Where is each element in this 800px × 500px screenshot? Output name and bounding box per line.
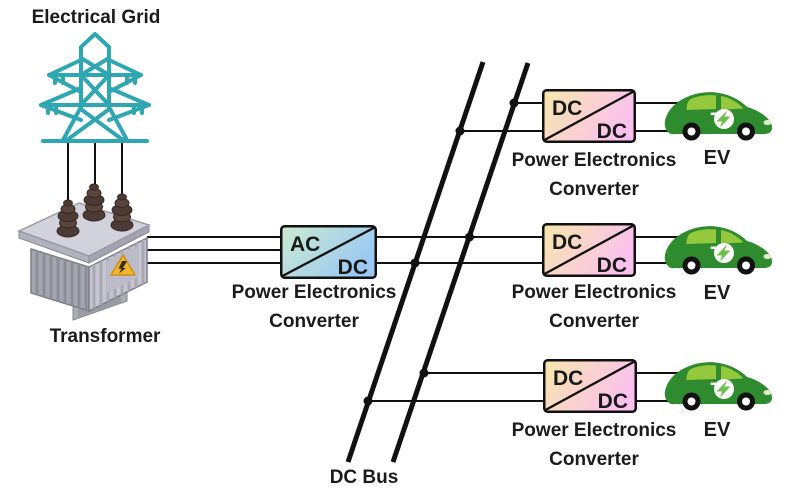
car-window-rear (686, 365, 716, 380)
wheel-rear-hub (687, 261, 696, 270)
bushing-stack (56, 199, 80, 238)
wheel-front-hub (742, 397, 750, 406)
ev-car-icon-1 (664, 92, 772, 141)
dc-dc-converter-box-3: DC DC (543, 359, 637, 413)
caption-line-1: Power Electronics (511, 420, 677, 441)
caption-line-2: Converter (549, 179, 639, 200)
headlight (763, 253, 772, 260)
transformer-label: Transformer (49, 326, 161, 347)
dc-dc-converter-caption-1: Power Electronics Converter (512, 146, 677, 204)
converter-diagonal (543, 224, 635, 276)
ev-label-3: EV (703, 419, 731, 441)
converter-output-label: DC (598, 390, 628, 413)
ev-label-2: EV (703, 282, 731, 304)
electrical-grid-label: Electrical Grid (31, 7, 161, 28)
converter-diagonal (281, 226, 376, 278)
car-windshield (721, 366, 744, 380)
dc-dc-converter-caption-3: Power Electronics Converter (512, 416, 677, 474)
converter-input-label: DC (553, 367, 583, 390)
converter-input-label: AC (290, 233, 320, 256)
bushing-stack (82, 183, 106, 222)
warning-bolt-glyph (118, 261, 127, 274)
bushing-stack (110, 193, 134, 232)
ev-label-1: EV (703, 147, 731, 169)
converter-diagonal (544, 360, 636, 412)
lightning-bolt-icon (716, 244, 731, 262)
ev-car-icon-2 (664, 226, 772, 275)
wheel-front-hub (742, 261, 750, 270)
dc-dc-converter-box-1: DC DC (542, 89, 636, 143)
dc-dc-converter-box-2: DC DC (542, 223, 636, 277)
converter-input-label: DC (552, 97, 582, 120)
caption-line-1: Power Electronics (511, 282, 677, 303)
bus-junction-dots (363, 98, 519, 406)
dc-bus-label: DC Bus (329, 467, 399, 488)
transformer-icon (17, 183, 151, 321)
transformer-bushings (56, 183, 134, 238)
dc-dc-converter-caption-2: Power Electronics Converter (512, 278, 677, 336)
converter-output-label: DC (338, 256, 368, 279)
wheel-rear-hub (687, 397, 696, 406)
car-window-rear (686, 95, 716, 110)
converter-input-label: DC (552, 231, 582, 254)
car-window-rear (686, 229, 716, 244)
ac-dc-converter-box: AC DC (280, 225, 377, 279)
converter-output-label: DC (597, 254, 627, 277)
car-windshield (721, 96, 744, 110)
caption-line-1: Power Electronics (231, 282, 397, 303)
caption-line-2: Converter (269, 311, 359, 332)
transformer-ac-wires (147, 236, 281, 264)
converter-diagonal (543, 90, 635, 142)
wheel-front-hub (742, 127, 750, 136)
caption-line-2: Converter (549, 449, 639, 470)
electrical-grid-tower-icon (39, 32, 151, 143)
headlight (763, 119, 772, 126)
headlight (763, 389, 772, 396)
caption-line-2: Converter (549, 311, 639, 332)
car-windshield (721, 230, 744, 244)
wheel-rear-hub (687, 127, 696, 136)
lightning-bolt-icon (716, 380, 731, 398)
lightning-bolt-icon (716, 110, 731, 128)
caption-line-1: Power Electronics (511, 150, 677, 171)
ev-car-icon-3 (664, 362, 772, 411)
ac-dc-converter-caption: Power Electronics Converter (232, 278, 397, 336)
converter-output-label: DC (597, 120, 627, 143)
